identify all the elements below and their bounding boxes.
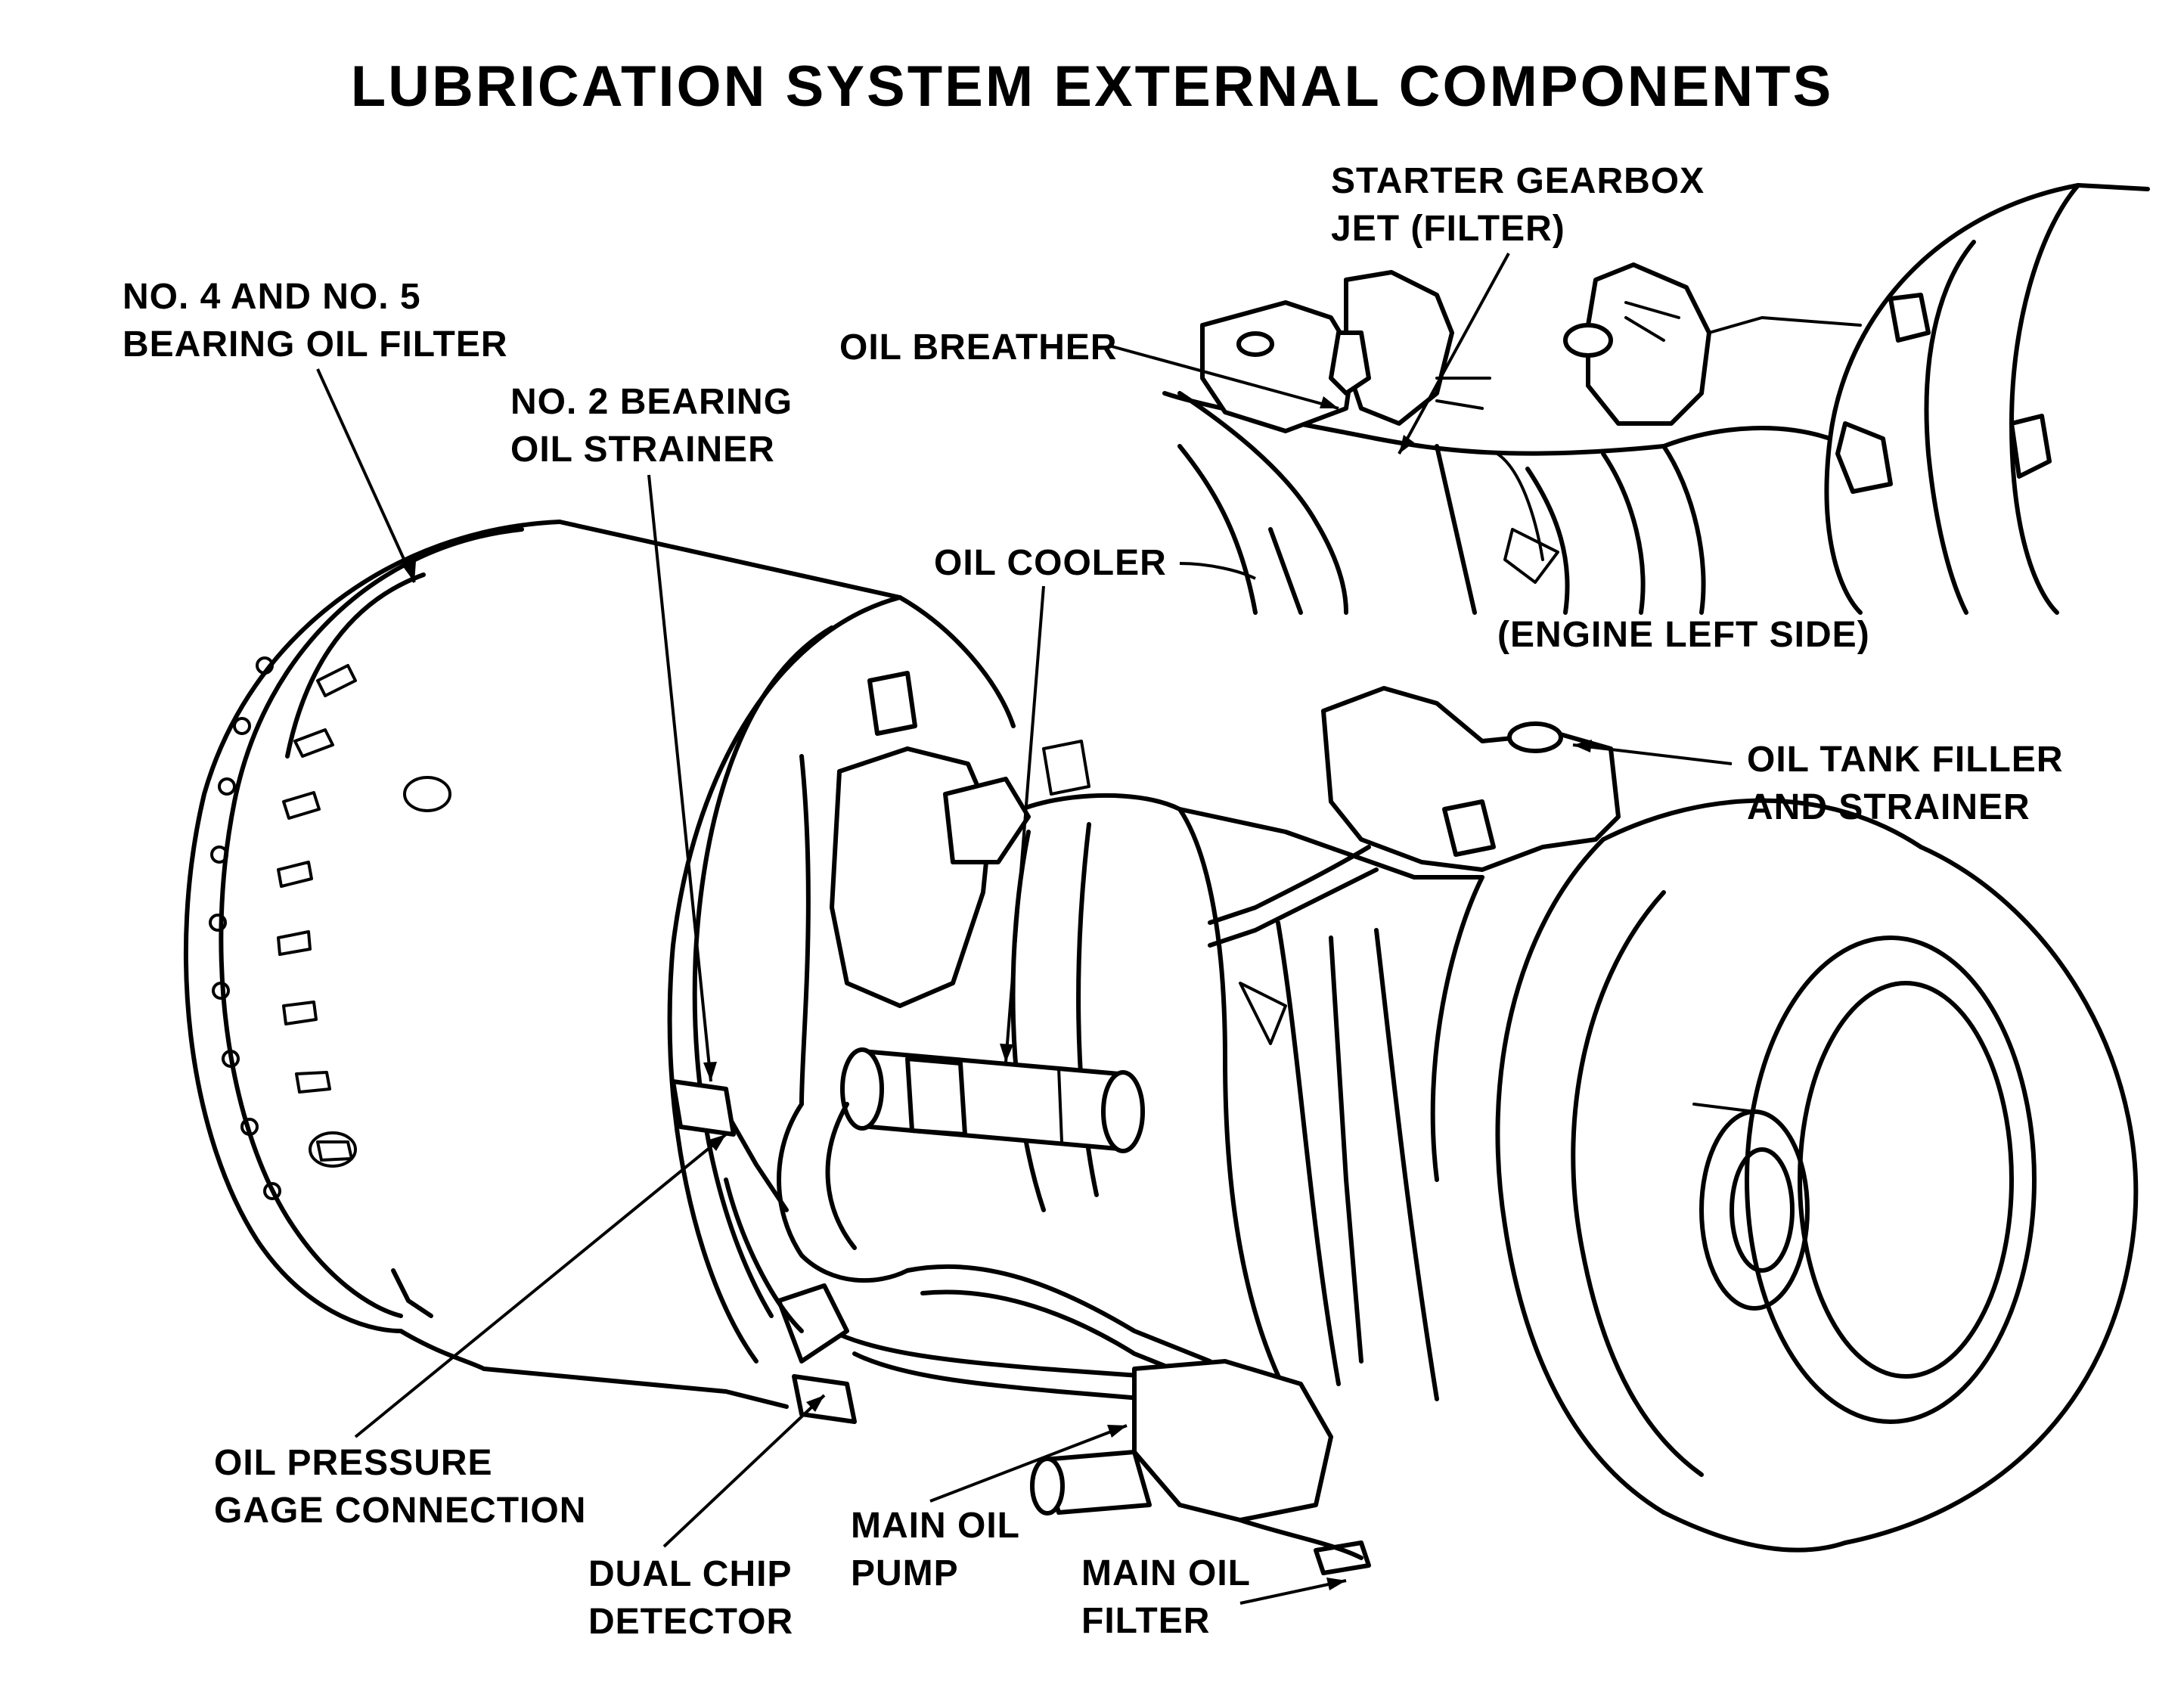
leader-oil-breather (1111, 345, 1339, 410)
leader-no2-bearing-strainer (647, 474, 712, 1082)
leader-oil-tank-filler (1572, 743, 1733, 765)
leader-bearing-oil-filter (316, 368, 416, 583)
label-oil-cooler: OIL COOLER (934, 543, 1167, 583)
leader-starter-gearbox-jet (1398, 253, 1510, 455)
leader-main-oil-pump (929, 1424, 1128, 1503)
oil-tank (1208, 686, 1621, 948)
leader-oil-cooler (1004, 585, 1045, 1063)
oil-cooler-unit (840, 1047, 1145, 1153)
main-engine-drawing (183, 520, 2139, 1575)
diagram-title: LUBRICATION SYSTEM EXTERNAL COMPONENTS (351, 54, 1834, 119)
inset-engine-left-side (1162, 183, 2150, 615)
label-main-oil-pump: MAIN OIL PUMP (851, 1506, 1030, 1593)
label-engine-left-side: (ENGINE LEFT SIDE) (1497, 615, 1870, 655)
label-bearing-oil-filter: NO. 4 AND NO. 5 BEARING OIL FILTER (123, 277, 508, 365)
label-oil-breather: OIL BREATHER (839, 327, 1118, 368)
leader-lines (316, 253, 1733, 1605)
label-starter-gearbox-jet: STARTER GEARBOX JET (FILTER) (1331, 161, 1715, 249)
labels: STARTER GEARBOX JET (FILTER) NO. 4 AND N… (123, 161, 2074, 1642)
label-no2-bearing-strainer: NO. 2 BEARING OIL STRAINER (510, 382, 803, 470)
label-oil-tank-filler: OIL TANK FILLER AND STRAINER (1747, 740, 2074, 827)
leader-dual-chip-detector (662, 1394, 826, 1548)
label-dual-chip-detector: DUAL CHIP DETECTOR (588, 1554, 802, 1642)
label-oil-pressure-gage: OIL PRESSURE GAGE CONNECTION (214, 1443, 586, 1531)
main-pump-assembly (1030, 1359, 1371, 1575)
front-ring-slots (209, 656, 451, 1200)
label-main-oil-filter: MAIN OIL FILTER (1081, 1553, 1261, 1641)
leader-oil-pressure-gage (354, 1133, 727, 1438)
